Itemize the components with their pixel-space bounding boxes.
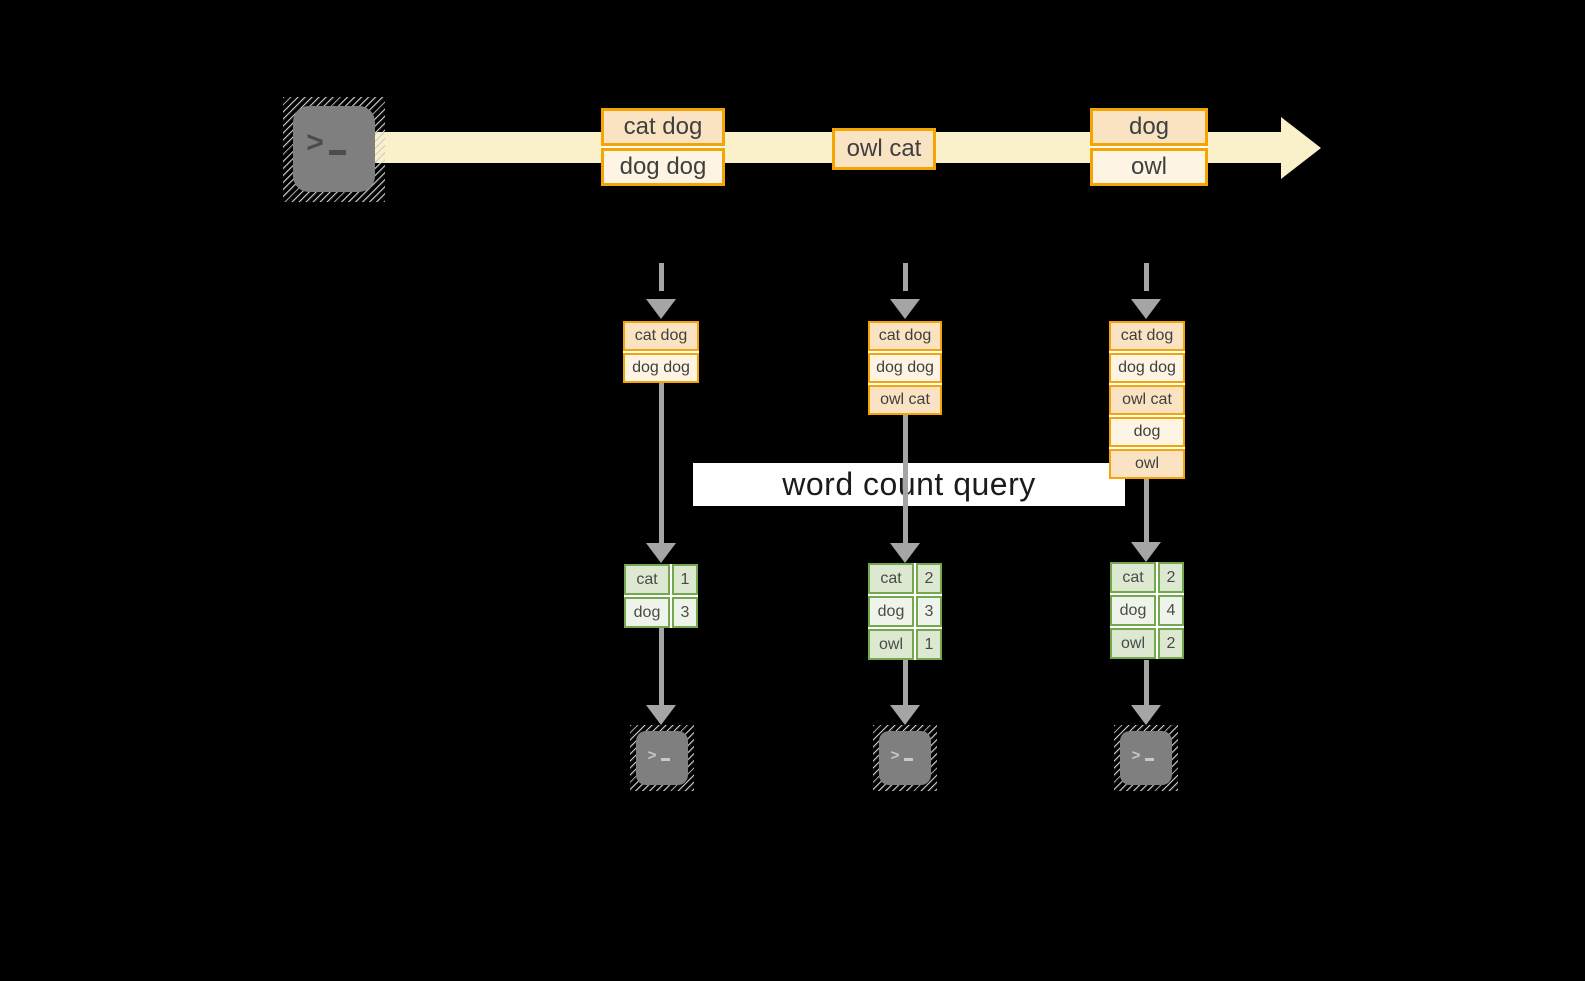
count-row: cat 1 bbox=[624, 564, 698, 595]
terminal-prompt-glyph: > bbox=[306, 128, 346, 158]
arrowhead-icon bbox=[646, 299, 676, 319]
query-arrow-3 bbox=[1131, 479, 1161, 562]
count-word-cell: cat bbox=[624, 564, 670, 595]
query-label-band: word count query bbox=[693, 463, 1125, 506]
stream-event-row: owl cat bbox=[832, 128, 936, 170]
output-arrow-3 bbox=[1131, 660, 1161, 725]
arrowhead-icon bbox=[1131, 299, 1161, 319]
count-value-cell: 4 bbox=[1158, 595, 1184, 626]
buffer-row: dog dog bbox=[623, 353, 699, 383]
stream-event-row: dog dog bbox=[601, 148, 725, 186]
arrowhead-icon bbox=[1131, 542, 1161, 562]
arrowhead-icon bbox=[890, 705, 920, 725]
buffer-row: cat dog bbox=[868, 321, 942, 351]
arrow-line bbox=[658, 628, 664, 705]
count-value-cell: 1 bbox=[672, 564, 698, 595]
count-table-2: cat 2 dog 3 owl 1 bbox=[868, 563, 942, 660]
terminal-output-icon-2: > bbox=[873, 725, 937, 791]
arrow-line bbox=[658, 383, 664, 543]
arrow-line bbox=[1143, 479, 1149, 542]
count-word-cell: dog bbox=[1110, 595, 1156, 626]
terminal-source-icon: > bbox=[283, 97, 385, 202]
stream-arrowhead-icon bbox=[1281, 117, 1321, 179]
count-word-cell: cat bbox=[868, 563, 914, 594]
input-buffer-3: cat dog dog dog owl cat dog owl bbox=[1109, 321, 1185, 479]
buffer-row: owl bbox=[1109, 449, 1185, 479]
stream-event-row: owl bbox=[1090, 148, 1208, 186]
dashed-arrow-1 bbox=[646, 263, 676, 319]
buffer-row: dog bbox=[1109, 417, 1185, 447]
count-row: cat 2 bbox=[1110, 562, 1184, 593]
output-arrow-1 bbox=[646, 628, 676, 725]
count-value-cell: 1 bbox=[916, 629, 942, 660]
stream-event-row: cat dog bbox=[601, 108, 725, 146]
arrow-dash bbox=[902, 263, 908, 291]
terminal-screen: > bbox=[1120, 731, 1172, 785]
terminal-screen: > bbox=[879, 731, 931, 785]
count-row: cat 2 bbox=[868, 563, 942, 594]
count-row: dog 4 bbox=[1110, 595, 1184, 626]
arrow-line bbox=[902, 660, 908, 705]
arrow-dash bbox=[658, 263, 664, 291]
count-value-cell: 3 bbox=[672, 597, 698, 628]
count-value-cell: 2 bbox=[916, 563, 942, 594]
buffer-row: dog dog bbox=[1109, 353, 1185, 383]
terminal-prompt-glyph: > bbox=[891, 748, 914, 763]
terminal-cursor-icon bbox=[661, 758, 671, 761]
buffer-row: cat dog bbox=[623, 321, 699, 351]
count-table-1: cat 1 dog 3 bbox=[624, 564, 698, 628]
input-buffer-1: cat dog dog dog bbox=[623, 321, 699, 383]
terminal-screen: > bbox=[293, 106, 375, 192]
output-arrow-2 bbox=[890, 660, 920, 725]
arrowhead-icon bbox=[646, 705, 676, 725]
stream-event-batch-2: owl cat bbox=[832, 128, 936, 170]
arrowhead-icon bbox=[1131, 705, 1161, 725]
terminal-cursor-icon bbox=[904, 758, 914, 761]
buffer-row: dog dog bbox=[868, 353, 942, 383]
count-table-3: cat 2 dog 4 owl 2 bbox=[1110, 562, 1184, 659]
count-row: owl 2 bbox=[1110, 628, 1184, 659]
stream-event-batch-1: cat dog dog dog bbox=[601, 108, 725, 186]
arrowhead-icon bbox=[890, 299, 920, 319]
terminal-cursor-icon bbox=[1145, 758, 1155, 761]
stream-event-batch-3: dog owl bbox=[1090, 108, 1208, 186]
arrowhead-icon bbox=[890, 543, 920, 563]
buffer-row: owl cat bbox=[868, 385, 942, 415]
count-row: dog 3 bbox=[868, 596, 942, 627]
terminal-screen: > bbox=[636, 731, 688, 785]
dashed-arrow-3 bbox=[1131, 263, 1161, 319]
arrow-dash bbox=[1143, 263, 1149, 291]
input-buffer-2: cat dog dog dog owl cat bbox=[868, 321, 942, 415]
count-word-cell: owl bbox=[1110, 628, 1156, 659]
arrow-line bbox=[1143, 660, 1149, 705]
arrow-line bbox=[902, 415, 908, 543]
stream-event-row: dog bbox=[1090, 108, 1208, 146]
terminal-output-icon-1: > bbox=[630, 725, 694, 791]
count-word-cell: dog bbox=[868, 596, 914, 627]
terminal-cursor-icon bbox=[328, 149, 346, 155]
terminal-output-icon-3: > bbox=[1114, 725, 1178, 791]
query-label: word count query bbox=[782, 466, 1036, 502]
count-word-cell: cat bbox=[1110, 562, 1156, 593]
buffer-row: owl cat bbox=[1109, 385, 1185, 415]
count-row: owl 1 bbox=[868, 629, 942, 660]
count-word-cell: dog bbox=[624, 597, 670, 628]
count-value-cell: 2 bbox=[1158, 628, 1184, 659]
query-arrow-2 bbox=[890, 415, 920, 563]
query-arrow-1 bbox=[646, 383, 676, 563]
terminal-prompt-glyph: > bbox=[648, 748, 671, 763]
count-value-cell: 3 bbox=[916, 596, 942, 627]
count-word-cell: owl bbox=[868, 629, 914, 660]
arrowhead-icon bbox=[646, 543, 676, 563]
count-value-cell: 2 bbox=[1158, 562, 1184, 593]
buffer-row: cat dog bbox=[1109, 321, 1185, 351]
count-row: dog 3 bbox=[624, 597, 698, 628]
dashed-arrow-2 bbox=[890, 263, 920, 319]
terminal-prompt-glyph: > bbox=[1132, 748, 1155, 763]
